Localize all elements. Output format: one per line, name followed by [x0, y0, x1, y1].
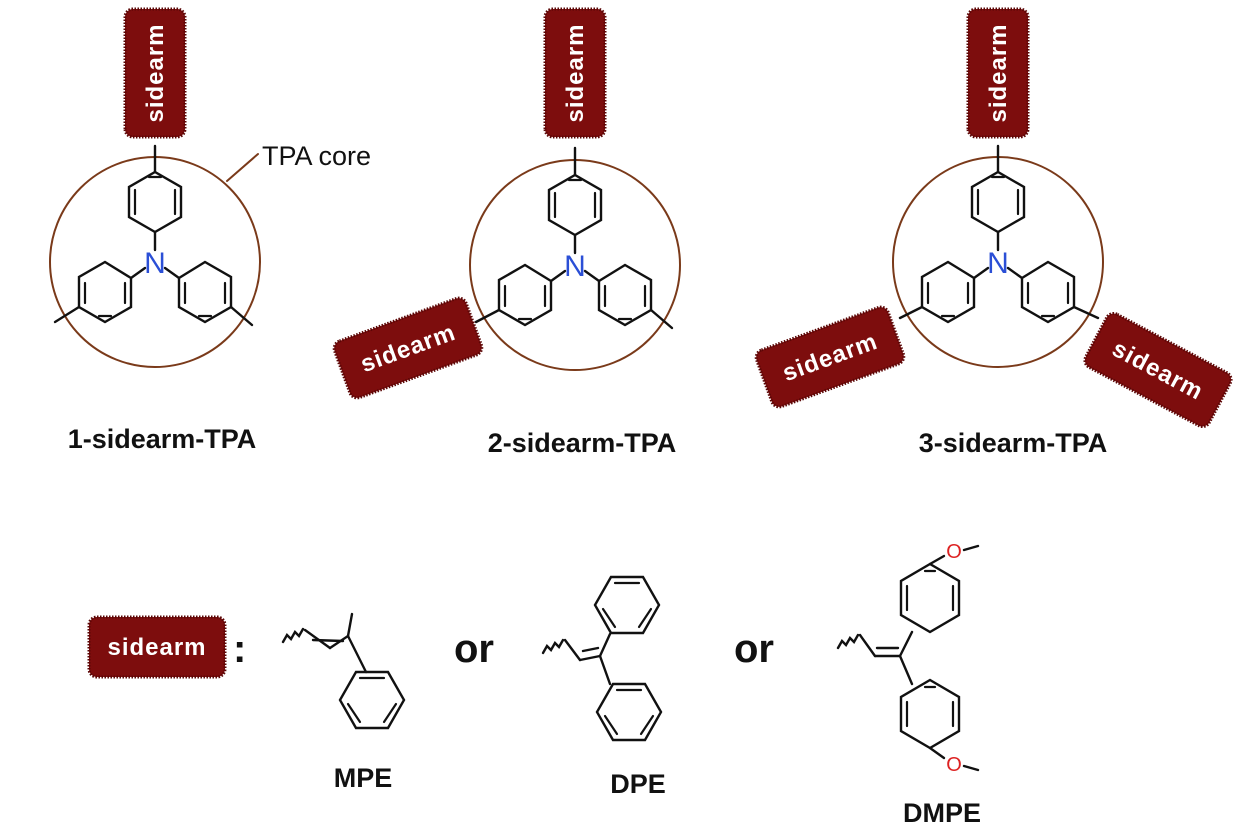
dmpe-structure: O O — [836, 541, 980, 776]
one-sidearm-tpa-molecule: N sidearm TPA core 1-sidearm-TPA — [48, 7, 371, 454]
oxygen-atom-label: O — [946, 754, 962, 776]
sidearm-badge: sidearm — [123, 7, 187, 139]
two-sidearm-tpa-molecule: N sidearm sidearm 2-sidearm-TPA — [332, 7, 682, 458]
dpe-structure — [541, 575, 663, 742]
three-sidearm-tpa-molecule: N sidearm sidearm sidearm 3-sidearm-TPA — [754, 7, 1233, 458]
nitrogen-atom-label: N — [144, 247, 166, 280]
two-sidearm-tpa-label: 2-sidearm-TPA — [488, 428, 677, 458]
nitrogen-atom-label: N — [987, 247, 1009, 280]
sidearm-badge: sidearm — [966, 7, 1030, 139]
sidearm-badge: sidearm — [543, 7, 607, 139]
sidearm-badge-label: sidearm — [107, 634, 206, 661]
one-sidearm-tpa-label: 1-sidearm-TPA — [68, 424, 257, 454]
sidearm-badge-label: sidearm — [142, 23, 169, 122]
dmpe-label: DMPE — [903, 798, 981, 828]
or-separator: or — [454, 627, 494, 671]
legend-colon: : — [233, 627, 246, 671]
three-sidearm-tpa-label: 3-sidearm-TPA — [919, 428, 1108, 458]
oxygen-atom-label: O — [946, 541, 962, 563]
or-separator: or — [734, 627, 774, 671]
sidearm-badge: sidearm — [1083, 311, 1233, 429]
sidearm-badge-label: sidearm — [562, 23, 589, 122]
tpa-core-label: TPA core — [262, 141, 371, 171]
sidearm-badge: sidearm — [754, 305, 906, 409]
sidearm-legend-badge: sidearm — [87, 615, 227, 679]
dpe-label: DPE — [610, 769, 666, 799]
nitrogen-atom-label: N — [564, 250, 586, 283]
sidearm-badge-label: sidearm — [985, 23, 1012, 122]
mpe-label: MPE — [334, 763, 393, 793]
sidearm-badge: sidearm — [332, 296, 484, 400]
mpe-structure — [281, 612, 406, 730]
